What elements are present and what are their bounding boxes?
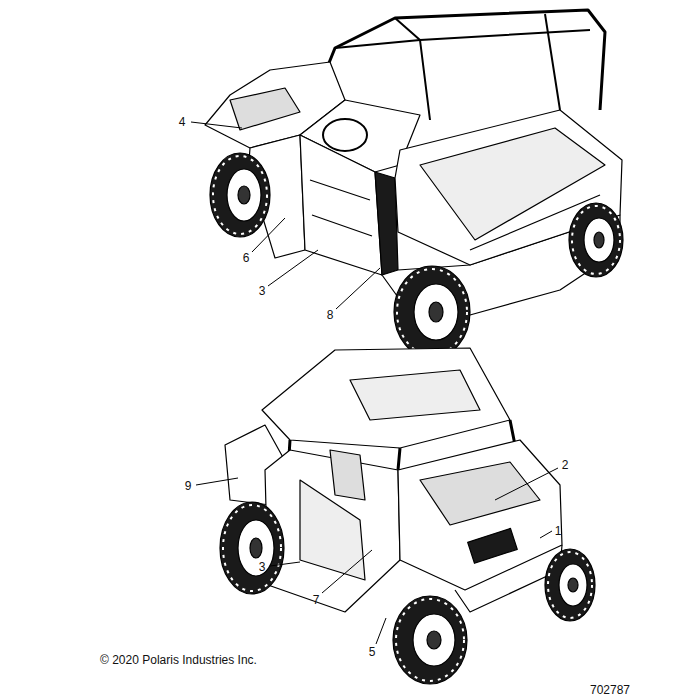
callout-number: 8 bbox=[327, 309, 334, 321]
callout-number: 3 bbox=[259, 285, 266, 297]
callout-number: 9 bbox=[185, 480, 192, 492]
callout-number: 7 bbox=[313, 594, 320, 606]
figure-number: 702787 bbox=[590, 684, 630, 696]
callout-number: 4 bbox=[179, 116, 186, 128]
leader-lines bbox=[191, 122, 558, 644]
callout-number: 2 bbox=[562, 459, 569, 471]
callout-number: 5 bbox=[369, 646, 376, 658]
callout-number: 3 bbox=[259, 561, 266, 573]
callout-number: 6 bbox=[243, 252, 250, 264]
callout-number: 1 bbox=[555, 525, 562, 537]
copyright-note: © 2020 Polaris Industries Inc. bbox=[100, 654, 257, 666]
